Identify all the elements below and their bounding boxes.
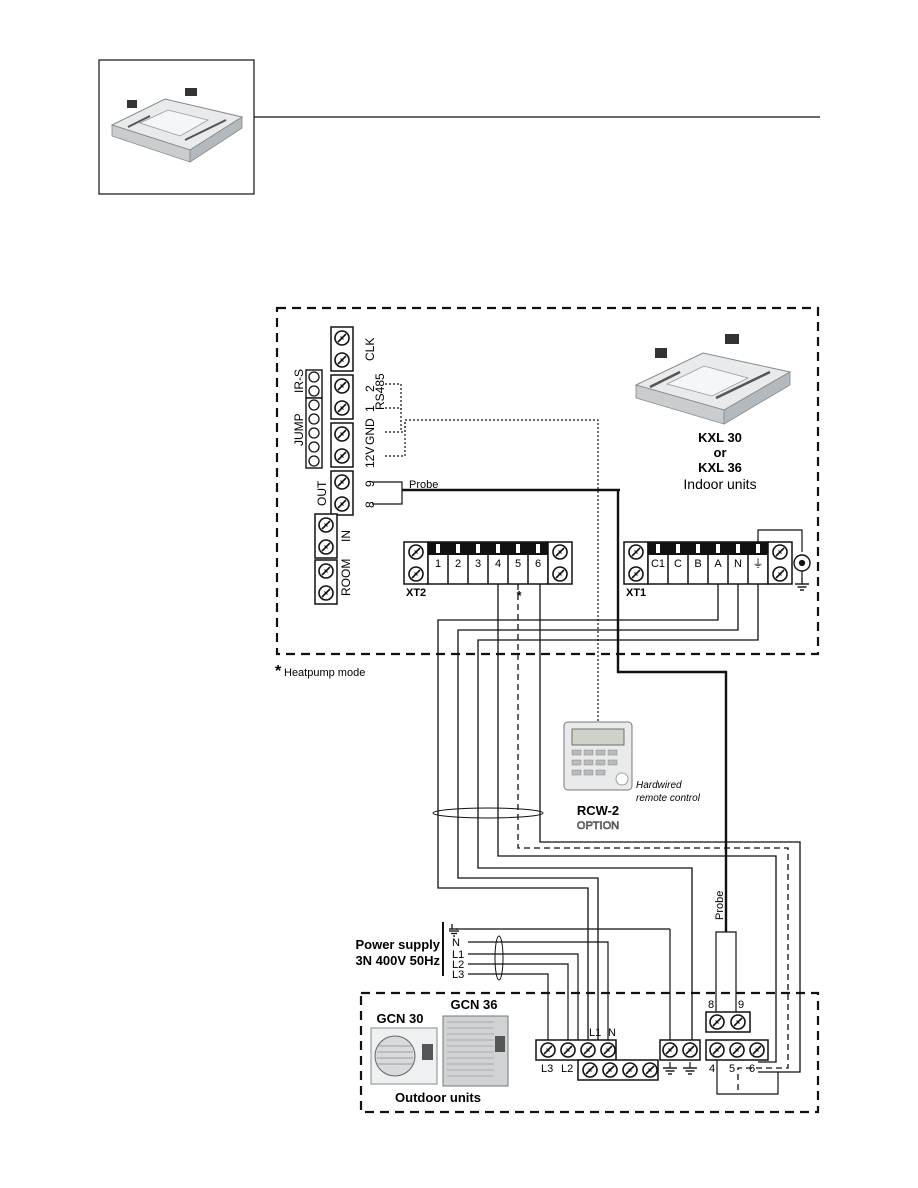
indoor-model-line2: KXL 36 xyxy=(698,460,742,475)
terminal-9-label: 9 xyxy=(363,480,377,487)
jump-connector xyxy=(305,397,323,469)
product-thumbnail xyxy=(98,59,255,195)
remote-caption-1: Hardwired xyxy=(636,780,682,791)
note-star: * xyxy=(275,663,282,680)
out-label: OUT xyxy=(315,480,329,506)
jump-label: JUMP xyxy=(292,413,306,446)
supply-bundle-ring xyxy=(494,935,504,981)
outdoor-units-label: Outdoor units xyxy=(395,1090,481,1105)
remote-model: RCW-2 xyxy=(577,803,619,818)
remote-option: OPTION xyxy=(577,820,619,832)
outdoor-model-gcn36: GCN 36 xyxy=(451,997,498,1012)
outdoor-probe-wiring xyxy=(715,931,737,1012)
outdoor-term-l2: L2 xyxy=(561,1063,573,1075)
xt1-term-ground: ⏚ xyxy=(753,557,764,570)
xt2-term-5: 5 xyxy=(515,558,521,570)
outdoor-ground-terminals xyxy=(659,1039,701,1075)
indoor-units-label: Indoor units xyxy=(683,476,756,492)
xt2-term-2: 2 xyxy=(455,558,461,570)
xt2-term-6: 6 xyxy=(535,558,541,570)
power-supply-lines xyxy=(442,922,671,1046)
remote-control-image xyxy=(563,721,633,791)
outdoor-unit-gcn30-image xyxy=(370,1027,438,1085)
outdoor-term-5: 5 xyxy=(729,1063,735,1075)
12v-label: 12V xyxy=(363,447,377,468)
indoor-probe-wiring xyxy=(372,481,728,932)
in-label: IN xyxy=(339,530,353,542)
outdoor-term-6: 6 xyxy=(749,1063,755,1075)
indoor-ground-icon xyxy=(757,529,811,591)
outdoor-power-terminal-block xyxy=(535,1039,659,1081)
xt1-label: XT1 xyxy=(626,587,646,599)
supply-line-l2: L2 xyxy=(452,959,464,971)
xt1-term-b: B xyxy=(694,558,701,570)
supply-line-l3: L3 xyxy=(452,969,464,981)
xt2-term-4: 4 xyxy=(495,558,501,570)
rs485-dotted-wiring xyxy=(385,383,599,722)
note-text: Heatpump mode xyxy=(284,667,365,679)
indoor-unit-image xyxy=(634,334,792,425)
outdoor-term-l1: L1 xyxy=(589,1027,601,1039)
heatpump-star: * xyxy=(516,588,522,603)
xt2-term-3: 3 xyxy=(475,558,481,570)
xt1-terminal-block xyxy=(623,541,793,585)
outdoor-unit-box xyxy=(359,991,820,1114)
outdoor-term-4: 4 xyxy=(709,1063,715,1075)
supply-line-l1: L1 xyxy=(452,949,464,961)
indoor-model-line1: KXL 30 xyxy=(698,430,742,445)
remote-caption-2: remote control xyxy=(636,793,701,804)
cable-bundle-ring xyxy=(432,807,544,819)
outdoor-unit-gcn36-image xyxy=(442,1015,509,1087)
irs-connector xyxy=(305,369,323,399)
indoor-unit-box xyxy=(275,306,820,656)
xt1-term-n: N xyxy=(734,558,742,570)
outdoor-model-gcn30: GCN 30 xyxy=(377,1011,424,1026)
outdoor-term-n: N xyxy=(608,1027,616,1039)
outdoor-term-l3: L3 xyxy=(541,1063,553,1075)
indoor-terminal-column xyxy=(314,326,354,605)
xt1-term-c: C xyxy=(674,558,682,570)
xt1-term-c1: C1 xyxy=(651,558,665,570)
clk-label: CLK xyxy=(363,338,377,361)
outdoor-probe-label: Probe xyxy=(714,891,726,920)
power-cable-wiring xyxy=(437,584,801,1073)
terminal-8-label: 8 xyxy=(363,501,377,508)
xt1-term-a: A xyxy=(714,558,722,570)
supply-ground-icon xyxy=(449,924,459,937)
outdoor-comm-loop xyxy=(716,1060,779,1095)
supply-line-n: N xyxy=(452,937,460,949)
outdoor-comm-terminals xyxy=(705,1039,769,1061)
xt2-term-1: 1 xyxy=(435,558,441,570)
indoor-model-or: or xyxy=(714,445,727,460)
heatpump-dashed-wire xyxy=(517,584,789,1091)
power-supply-label: Power supply xyxy=(355,937,440,952)
room-label: ROOM xyxy=(339,559,353,596)
power-supply-spec: 3N 400V 50Hz xyxy=(355,953,440,968)
outdoor-term-8: 8 xyxy=(708,999,714,1011)
xt2-label: XT2 xyxy=(406,587,426,599)
irs-label: IR-S xyxy=(292,369,306,393)
xt2-terminal-block xyxy=(403,541,573,585)
indoor-probe-label: Probe xyxy=(409,479,438,491)
rs485-label: RS485 xyxy=(373,373,387,410)
outdoor-term-9: 9 xyxy=(738,999,744,1011)
outdoor-probe-terminals xyxy=(705,1011,751,1033)
gnd-label: GND xyxy=(363,418,377,445)
terminal-2-label: 2 xyxy=(363,385,377,392)
terminal-1-label: 1 xyxy=(363,405,377,412)
